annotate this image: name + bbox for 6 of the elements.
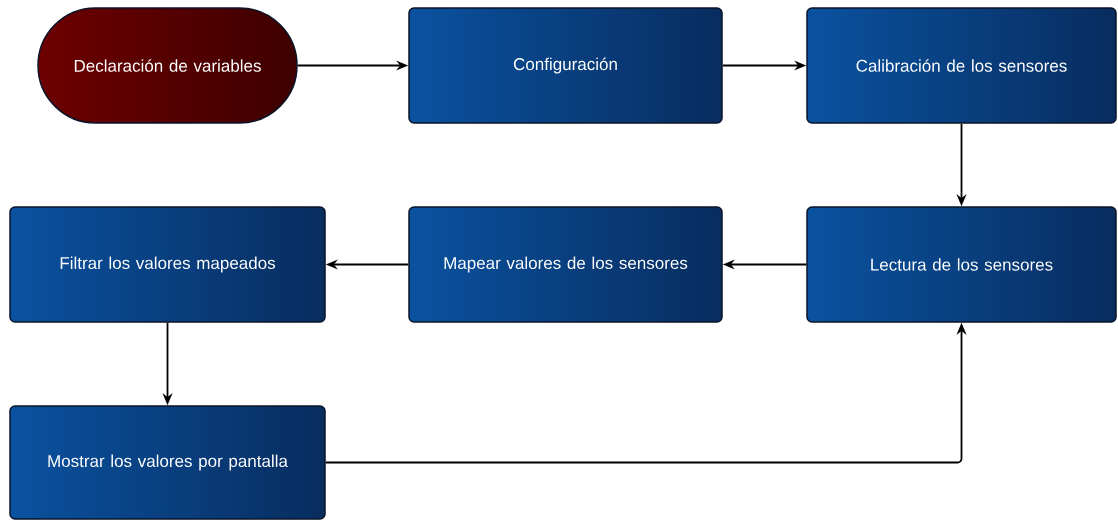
process-box: Filtrar los valores mapeados [9,206,326,323]
process-box: Calibración de los sensores [806,7,1117,124]
process-box: Configuración [408,7,723,124]
process-box: Lectura de los sensores [806,206,1117,323]
process-box: Mostrar los valores por pantalla [9,405,326,520]
process-box: Mapear valores de los sensores [408,206,723,323]
